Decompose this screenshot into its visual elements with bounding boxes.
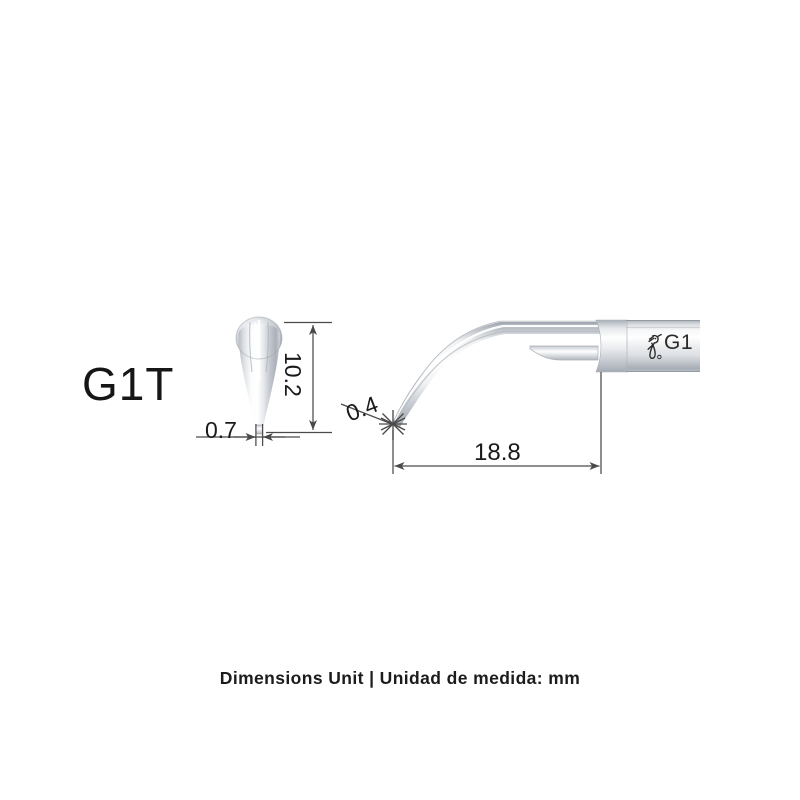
shaft-marking-text: G1 bbox=[664, 331, 694, 354]
units-caption: Dimensions Unit | Unidad de medida: mm bbox=[219, 668, 581, 688]
dimension-label-height-front: 10.2 bbox=[280, 352, 306, 397]
front-view-artwork bbox=[235, 316, 283, 435]
part-label: G1T bbox=[82, 358, 175, 410]
side-view-artwork bbox=[392, 319, 700, 427]
dimension-label-width-front: 0.7 bbox=[205, 417, 237, 443]
woodpecker-bird-logo bbox=[647, 333, 662, 360]
dimension-label-length-side: 18.8 bbox=[474, 439, 521, 466]
side-view-dimension-lines bbox=[340, 372, 602, 474]
dimension-label-tip-diameter-side: 0.4 bbox=[342, 390, 382, 427]
tip-starburst-marker bbox=[379, 410, 407, 440]
